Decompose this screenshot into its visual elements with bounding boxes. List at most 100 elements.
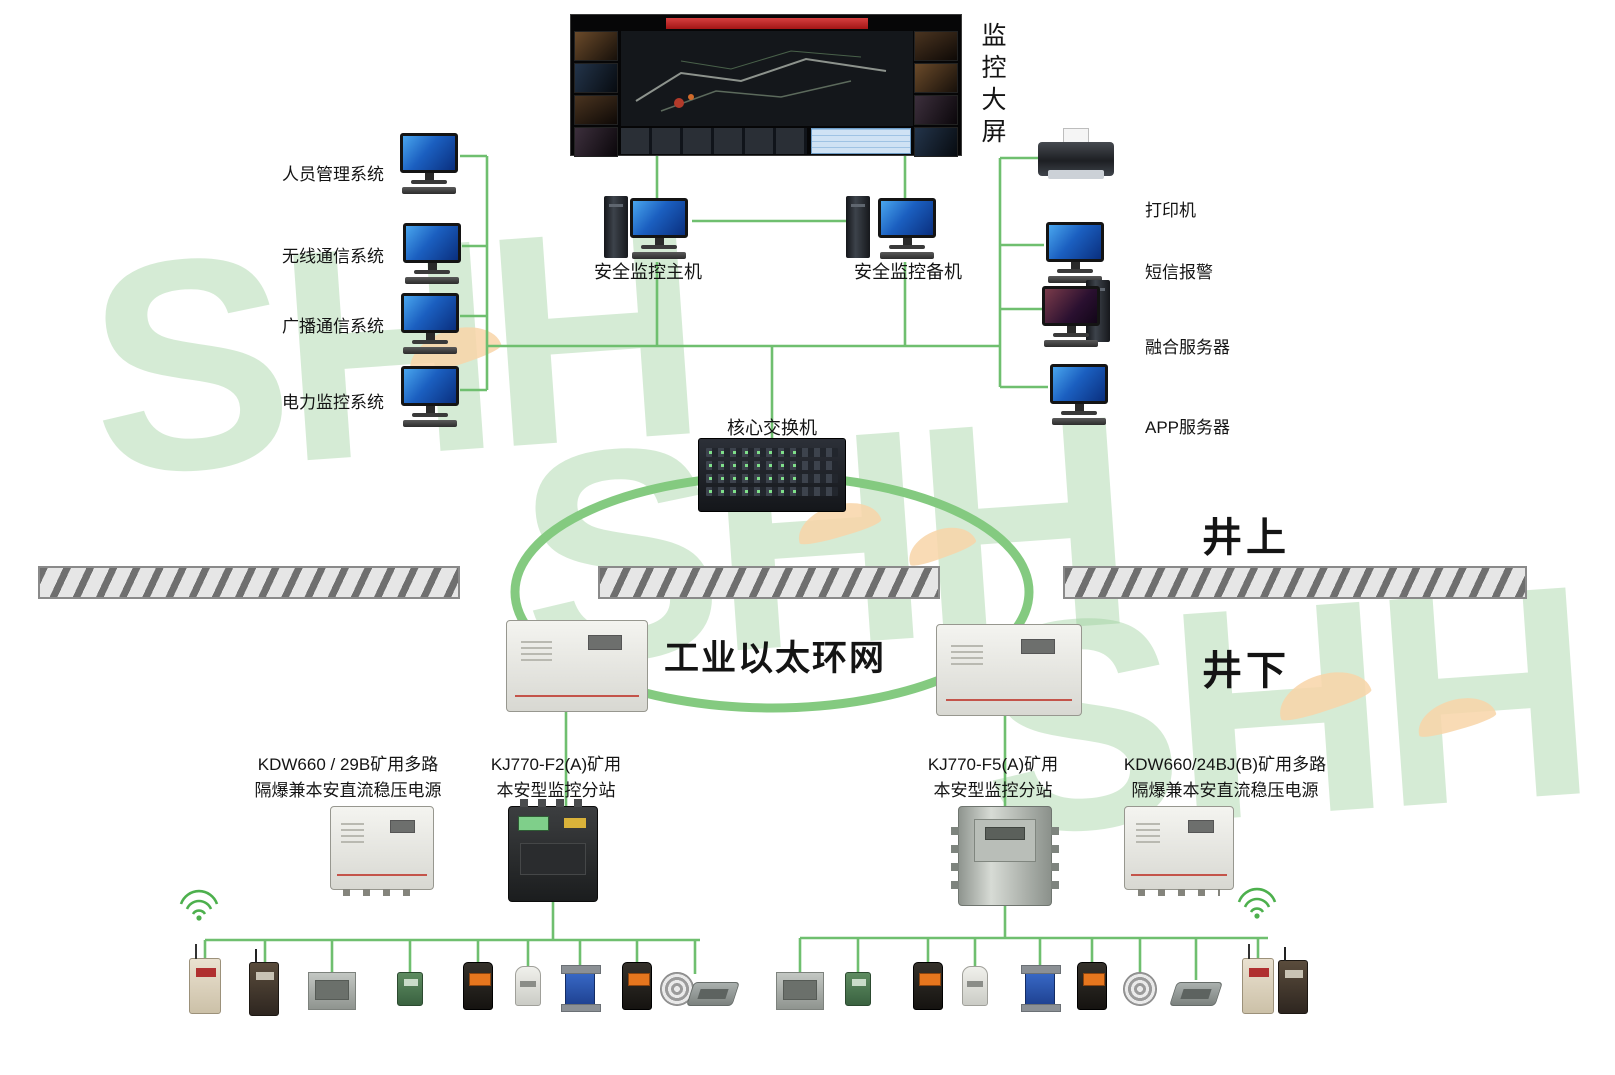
sensor-device xyxy=(622,962,652,1010)
app-server-label: APP服务器 xyxy=(1145,418,1231,437)
sensor-device xyxy=(1123,972,1157,1006)
label-line: KDW660/24BJ(B)矿用多路 xyxy=(1123,755,1327,774)
wifi-icon xyxy=(179,889,219,921)
monitor-wall-banner xyxy=(666,18,868,29)
sensor-device xyxy=(397,972,423,1006)
cable-glands xyxy=(1137,889,1221,896)
power-supply-right-device xyxy=(1124,806,1234,896)
monitor-screen xyxy=(403,223,461,263)
wifi-icon xyxy=(1237,887,1277,919)
broadcast-system-monitor xyxy=(397,293,463,354)
enclosure-vents xyxy=(521,637,552,661)
monitor-screen xyxy=(1050,364,1108,404)
sensor-device xyxy=(913,962,943,1010)
camera-thumbnail xyxy=(914,63,958,93)
monitor-screen xyxy=(401,293,459,333)
monitor-screen xyxy=(1042,286,1100,326)
keyboard xyxy=(1044,340,1098,347)
switch-port-row xyxy=(706,448,838,457)
camera-thumbnail xyxy=(914,31,958,61)
power-system-monitor xyxy=(397,366,463,427)
monitor-wall-label: 监控大屏 xyxy=(978,22,1006,150)
sensor-device xyxy=(1278,947,1308,1014)
enclosure-stripe xyxy=(515,694,639,697)
main-host-monitor xyxy=(626,198,692,259)
main-host-label: 安全监控主机 xyxy=(594,262,702,282)
sensor-device xyxy=(1169,982,1223,1006)
backup-host-label: 安全监控备机 xyxy=(854,262,962,282)
enclosure-display xyxy=(1187,820,1214,834)
keyboard xyxy=(403,347,457,354)
substation-tag xyxy=(563,818,587,828)
sensor-device xyxy=(515,966,541,1006)
camera-thumbnail xyxy=(574,63,618,93)
label-line: KJ770-F2(A)矿用 xyxy=(490,755,622,774)
fusion-server-monitor xyxy=(1038,286,1104,347)
ring-node-enclosure-right xyxy=(936,624,1082,716)
label-line: 本安型监控分站 xyxy=(933,780,1053,800)
core-switch-device xyxy=(698,438,846,512)
core-switch-label: 核心交换机 xyxy=(727,418,817,438)
label-line: 隔爆兼本安直流稳压电源 xyxy=(1131,780,1319,800)
mine-map-lines xyxy=(635,50,887,112)
ethernet-ring-label: 工业以太环网 xyxy=(663,639,886,678)
enclosure-stripe xyxy=(1131,873,1227,876)
camera-thumbnail xyxy=(574,95,618,125)
fusion-server-label: 融合服务器 xyxy=(1145,338,1230,357)
ground-surface-bar xyxy=(598,566,940,599)
monitor-wall xyxy=(570,14,962,157)
label-line: KDW660 / 29B矿用多路 xyxy=(257,755,439,774)
enclosure-vents xyxy=(951,641,984,665)
label-line: KJ770-F5(A)矿用 xyxy=(927,755,1059,774)
substation-left-label: KJ770-F2(A)矿用 本安型监控分站 xyxy=(468,752,644,803)
monitoring-substation-right-device xyxy=(951,806,1059,906)
enclosure-vents xyxy=(1135,821,1160,844)
sms-alarm-label: 短信报警 xyxy=(1145,263,1213,282)
printer-device xyxy=(1038,128,1114,188)
printer-label: 打印机 xyxy=(1145,201,1196,220)
cable-glands xyxy=(343,889,421,896)
substation-panel xyxy=(519,842,587,875)
keyboard xyxy=(403,420,457,427)
ring-node-enclosure-left xyxy=(506,620,648,712)
substation-screen xyxy=(517,816,550,832)
switch-port-row xyxy=(706,487,838,496)
printer-tray xyxy=(1048,170,1104,179)
camera-thumbnail xyxy=(574,31,618,61)
monitor-screen xyxy=(401,366,459,406)
above-ground-label: 井上 xyxy=(1202,516,1290,560)
keyboard xyxy=(880,252,934,259)
label-line: 本安型监控分站 xyxy=(496,780,616,800)
enclosure-display xyxy=(390,820,415,834)
power-system-label: 电力监控系统 xyxy=(282,393,384,412)
sensor-device xyxy=(561,965,601,1012)
sensor-device xyxy=(1242,944,1274,1014)
backup-host-monitor xyxy=(874,198,940,259)
keyboard xyxy=(1052,418,1106,425)
keyboard xyxy=(1048,276,1102,283)
ground-surface-bar xyxy=(38,566,460,599)
label-line: 隔爆兼本安直流稳压电源 xyxy=(254,780,442,800)
keyboard xyxy=(632,252,686,259)
camera-thumbnail-strip xyxy=(621,128,807,154)
sensor-device xyxy=(776,972,824,1010)
enclosure-display xyxy=(588,635,622,650)
wireless-system-label: 无线通信系统 xyxy=(282,247,384,266)
keyboard xyxy=(402,187,456,194)
camera-thumbnail xyxy=(574,127,618,157)
monitor-screen xyxy=(878,198,936,238)
substation-screen xyxy=(984,826,1026,841)
mine-map-view xyxy=(621,31,913,126)
sensor-device xyxy=(845,972,871,1006)
substation-right-label: KJ770-F5(A)矿用 本安型监控分站 xyxy=(905,752,1081,803)
sensor-device xyxy=(962,966,988,1006)
personnel-system-monitor xyxy=(396,133,462,194)
personnel-system-label: 人员管理系统 xyxy=(282,165,384,184)
sensor-device xyxy=(249,949,279,1016)
enclosure-vents xyxy=(341,821,364,844)
enclosure-display xyxy=(1020,639,1056,654)
below-ground-label: 井下 xyxy=(1202,649,1290,693)
switch-port-row xyxy=(706,461,838,470)
